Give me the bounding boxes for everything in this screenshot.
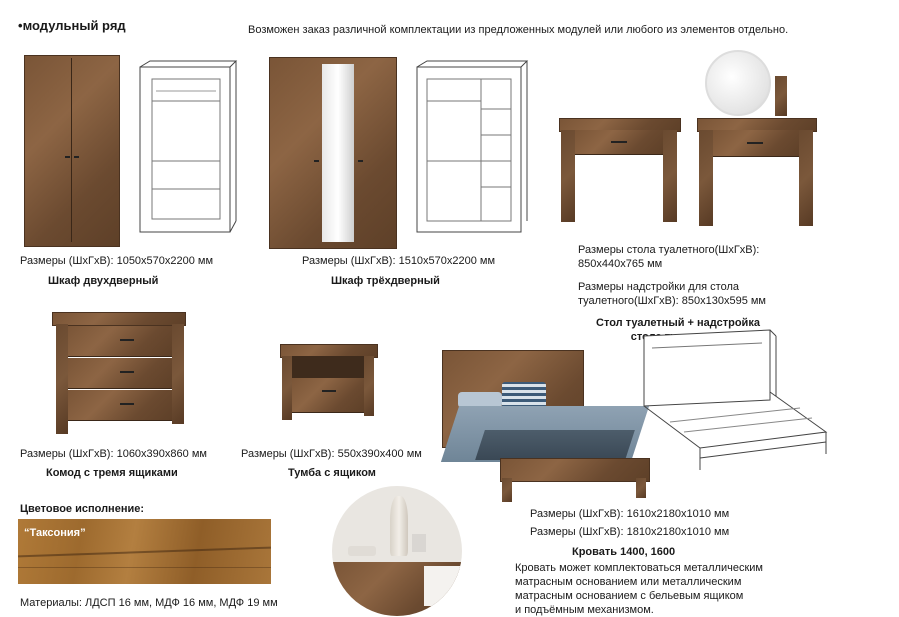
wardrobe2-drawing	[139, 60, 238, 233]
wardrobe2-dims: Размеры (ШхГхВ): 1050х570х2200 мм	[20, 255, 214, 267]
bed-desc-3: матрасным основанием с бельевым ящиком	[515, 590, 744, 602]
color-swatch: “Таксония”	[18, 519, 271, 584]
chest-photo	[50, 312, 190, 437]
dressing-images	[555, 48, 825, 238]
bed-dims1: Размеры (ШхГхВ): 1610х2180х1010 мм	[530, 508, 730, 520]
mirror	[705, 50, 771, 116]
materials-text: Материалы: ЛДСП 16 мм, МДФ 16 мм, МДФ 19…	[20, 597, 278, 609]
wardrobe2-photo	[24, 55, 120, 247]
wardrobe3-name: Шкаф трёхдверный	[331, 275, 440, 287]
nightstand-dims: Размеры (ШхГхВ): 550х390х400 мм	[241, 448, 422, 460]
bed-desc-4: и подъёмным механизмом.	[515, 604, 654, 616]
wardrobe2-images	[18, 55, 238, 250]
wardrobe3-photo	[269, 57, 397, 249]
section-title: •модульный ряд	[18, 18, 126, 33]
chest-name: Комод с тремя ящиками	[46, 467, 178, 479]
dressing-dims2: Размеры надстройки для стола	[578, 281, 739, 293]
bed-name: Кровать 1400, 1600	[572, 546, 676, 558]
pillow	[502, 382, 546, 408]
dressing-name1: Стол туалетный + надстройка	[596, 317, 760, 329]
bed-desc-2: матрасным основанием или металлическим	[515, 576, 742, 588]
nightstand-photo	[278, 344, 383, 429]
wardrobe3-images	[265, 57, 535, 252]
bed-photo	[440, 350, 655, 505]
chest-dims: Размеры (ШхГхВ): 1060х390х860 мм	[20, 448, 207, 460]
bed-desc-1: Кровать может комплектоваться металличес…	[515, 562, 763, 574]
bed-drawing	[643, 329, 828, 470]
bullet-icon: •	[18, 18, 23, 33]
color-heading: Цветовое исполнение:	[20, 503, 145, 515]
mirror-door	[322, 64, 354, 242]
wardrobe3-dims: Размеры (ШхГхВ): 1510х570х2200 мм	[302, 255, 496, 267]
dressing-dims1: Размеры стола туалетного(ШхГхВ):	[578, 244, 760, 256]
footboard	[500, 458, 650, 482]
wardrobe3-drawing	[416, 60, 529, 233]
wardrobe2-name: Шкаф двухдверный	[48, 275, 159, 287]
dressing-dims2b: туалетного(ШхГхВ): 850х130х595 мм	[578, 295, 766, 307]
interior-photo	[332, 486, 462, 616]
order-note: Возможен заказ различной комплектации из…	[248, 24, 789, 36]
swatch-label: “Таксония”	[24, 527, 86, 539]
nightstand-name: Тумба с ящиком	[288, 467, 376, 479]
dressing-dims1b: 850х440х765 мм	[578, 258, 663, 270]
bed-dims2: Размеры (ШхГхВ): 1810х2180х1010 мм	[530, 526, 730, 538]
